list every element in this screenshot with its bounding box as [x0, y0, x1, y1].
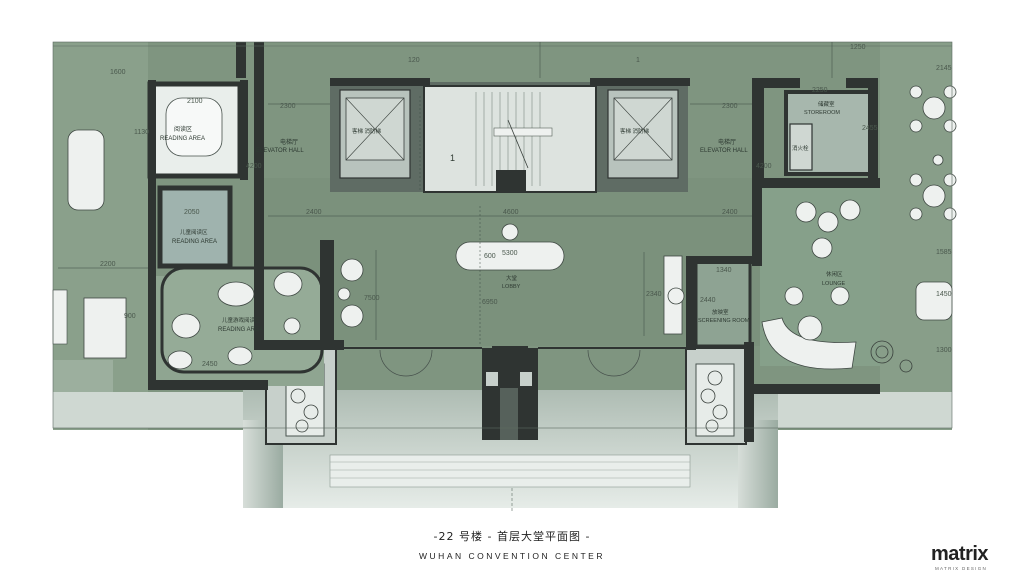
dim-2440: 2440 [700, 297, 716, 304]
dim-4600: 4600 [503, 209, 519, 216]
lobby-sculpture [501, 223, 519, 241]
dimension-lines [58, 42, 833, 346]
door-swing [379, 349, 641, 377]
dim-2050: 2050 [184, 209, 200, 216]
dim-6950: 6950 [482, 299, 498, 306]
room-storeroom-cn: 储藏室 [818, 100, 835, 108]
reading-table-top [165, 97, 223, 157]
entry-gap [500, 388, 518, 440]
room-elevator-right: ELEVATOR HALL [700, 148, 748, 154]
bench-right [915, 281, 953, 321]
room-lounge-cn: 休闲区 [826, 270, 843, 278]
glazing-band-right [778, 392, 952, 428]
screening-room [694, 260, 752, 348]
plan-frame [52, 41, 953, 429]
room-reading-small: READING AREA [172, 239, 217, 245]
dim-1300: 1300 [936, 347, 952, 354]
stair-mark: 1 [450, 153, 455, 163]
dim-900: 900 [124, 313, 136, 320]
dim-2200: 2200 [100, 261, 116, 268]
desk-counter [52, 289, 68, 345]
revolving-door-right [520, 372, 532, 386]
fire-cabinet [789, 123, 813, 171]
dim-1340: 1340 [716, 267, 732, 274]
sofa-left [67, 129, 105, 211]
room-lounge: LOUNGE [822, 281, 846, 287]
room-reading-lower: READING AREA [218, 327, 263, 333]
dim-2145: 2145 [936, 65, 952, 72]
dim-4200-left: 4200 [246, 163, 262, 170]
lounge-chairs [784, 199, 861, 341]
dim-1450: 1450 [936, 291, 952, 298]
dim-2300-right: 2300 [722, 103, 738, 110]
room-lobby-cn: 大堂 [506, 274, 518, 282]
reading-seats [167, 271, 303, 370]
plant-symbols-right [700, 370, 728, 433]
lobby-bench [455, 241, 565, 271]
room-screening-cn: 放映室 [712, 308, 729, 316]
drawing-title-cn: -22 号楼 - 首层大堂平面图 - [433, 530, 591, 543]
dim-5300: 5300 [502, 250, 518, 257]
dim-2450: 2450 [202, 361, 218, 368]
dim-1130: 1130 [134, 129, 149, 136]
elevator-x-right [613, 97, 673, 161]
dim-120: 120 [408, 57, 420, 64]
dim-600: 600 [484, 253, 496, 260]
lobby-side-chair [667, 287, 685, 305]
room-screening: SCREENING ROOM [698, 318, 750, 324]
brand-tagline: MATRIX DESIGN [935, 566, 988, 571]
dim-2340: 2340 [646, 291, 662, 298]
dim-7500: 7500 [364, 295, 380, 302]
reading-room-small [157, 185, 233, 269]
revolving-door-left [486, 372, 498, 386]
room-reading-top-cn: 阅读区 [174, 125, 192, 133]
room-elevator-right-cn: 电梯厅 [718, 138, 736, 146]
walls [148, 42, 880, 442]
room-lobby: LOBBY [502, 284, 521, 290]
stair-landing [493, 127, 553, 137]
stair-break [507, 119, 529, 169]
glazing-band-left [53, 392, 243, 428]
entrance-steps [329, 454, 691, 488]
dim-1600: 1600 [110, 69, 126, 76]
left-terrace-lower [53, 360, 113, 392]
dim-2100: 2100 [187, 98, 203, 105]
dim-1250: 1250 [850, 44, 866, 51]
lift-left-label: 客梯 消防梯 [352, 127, 382, 135]
room-reading-lower-cn: 儿童游戏阅读区 [222, 316, 261, 324]
dim-1: 1 [636, 57, 640, 64]
lift-right-label: 客梯 消防梯 [620, 127, 650, 135]
dim-2250: 2250 [812, 87, 828, 94]
brand-logo: matrix [931, 543, 989, 565]
fire-cabinet-label: 消火栓 [792, 144, 809, 152]
dim-2455: 2455 [862, 125, 878, 132]
drawing-title-en: WUHAN CONVENTION CENTER [419, 551, 605, 561]
room-storeroom: STOREROOM [804, 110, 840, 116]
dim-2400-left: 2400 [306, 209, 322, 216]
dim-2300-left: 2300 [280, 103, 296, 110]
room-elevator-left-cn: 电梯厅 [280, 138, 298, 146]
room-reading-small-cn: 儿童阅读区 [180, 228, 208, 236]
dim-1585: 1585 [936, 249, 952, 256]
room-elevator-left: ELEVATOR HALL [256, 148, 304, 154]
room-reading-top: READING AREA [160, 136, 205, 142]
dim-2400-right: 2400 [722, 209, 738, 216]
cafe-tables [909, 85, 957, 221]
elevator-x-left [345, 97, 405, 161]
reception-desk [83, 297, 127, 359]
plant-right [870, 340, 913, 373]
dim-4200-right: 4200 [756, 163, 772, 170]
stair-core-block [496, 170, 526, 192]
planter-right [695, 363, 735, 437]
lounge-sofa [761, 317, 857, 370]
lobby-chairs-left [337, 258, 364, 328]
